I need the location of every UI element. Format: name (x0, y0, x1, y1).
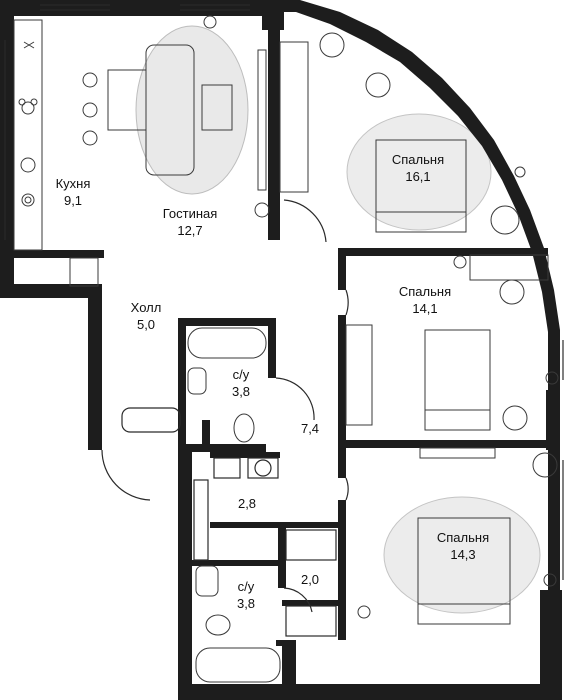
windows (4, 4, 564, 580)
room-kitchen: Кухня 9,1 (56, 175, 91, 209)
kitchen-counter (13, 19, 99, 287)
room-closet1: 2,8 (238, 495, 256, 512)
plant-icons (203, 15, 559, 619)
bath2-fixtures (195, 565, 281, 683)
room-bedroom3-area: 14,3 (450, 547, 476, 562)
living-rug (135, 25, 249, 195)
room-bath2: с/у 3,8 (237, 578, 255, 612)
doors (101, 199, 349, 613)
room-bath2-area: 3,8 (236, 596, 256, 611)
room-living-name: Гостиная (162, 206, 218, 221)
room-living: Гостиная 12,7 (163, 205, 218, 239)
room-bath1: с/у 3,8 (232, 366, 250, 400)
room-corridor-area: 7,4 (300, 421, 320, 436)
room-bedroom2-name: Спальня (398, 284, 452, 299)
room-bath1-name: с/у (232, 367, 250, 382)
room-corridor: 7,4 (301, 420, 319, 437)
room-bedroom2: Спальня 14,1 (399, 283, 451, 317)
room-bedroom3: Спальня 14,3 (437, 529, 489, 563)
room-kitchen-name: Кухня (55, 176, 91, 191)
walls (0, 0, 562, 700)
room-hall: Холл 5,0 (131, 299, 162, 333)
room-living-area: 12,7 (177, 223, 203, 238)
room-closet2: 2,0 (301, 571, 319, 588)
room-hall-area: 5,0 (136, 317, 156, 332)
room-kitchen-area: 9,1 (63, 193, 83, 208)
bedroom1-furniture (279, 32, 520, 235)
room-bedroom1-name: Спальня (391, 152, 445, 167)
room-bedroom1: Спальня 16,1 (392, 151, 444, 185)
bedroom3-furniture (417, 452, 558, 625)
bath1-fixtures (187, 327, 267, 443)
room-bedroom1-area: 16,1 (405, 169, 431, 184)
room-bedroom2-area: 14,1 (412, 301, 438, 316)
living-furniture (82, 44, 267, 191)
room-closet2-area: 2,0 (300, 572, 320, 587)
room-bedroom3-name: Спальня (436, 530, 490, 545)
room-closet1-area: 2,8 (237, 496, 257, 511)
closet-shelves (193, 457, 337, 637)
bedroom2-furniture (345, 254, 549, 459)
room-bath2-name: с/у (237, 579, 255, 594)
bedroom1-rug (346, 113, 492, 231)
room-hall-name: Холл (130, 300, 162, 315)
room-bath1-area: 3,8 (231, 384, 251, 399)
bedroom3-rug (383, 496, 541, 614)
